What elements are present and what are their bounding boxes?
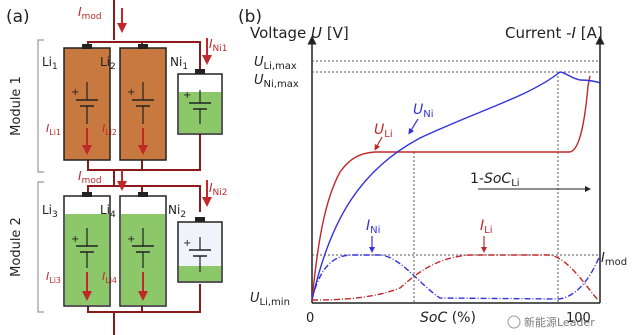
y-right-title: Current -I [A] xyxy=(505,24,603,42)
cell-li2-name: Li2 xyxy=(100,55,116,72)
panel-a: (a) Module 1 Module 2 Imod INi1 xyxy=(6,0,228,335)
module2-cell-ni2: + xyxy=(177,217,223,283)
cell-li3-name: Li3 xyxy=(42,203,58,220)
u-li-curve xyxy=(311,75,591,301)
cell-li4-name: Li4 xyxy=(100,203,116,220)
u-ni-curve-label: UNi xyxy=(413,102,434,120)
svg-text:+: + xyxy=(71,87,79,98)
svg-text:+: + xyxy=(127,234,135,245)
u-li-curve-label: ULi xyxy=(374,122,393,140)
watermark-text: 新能源Leader xyxy=(524,315,595,329)
i-li-curve xyxy=(311,254,599,301)
svg-text:+: + xyxy=(183,238,191,249)
watermark: 新能源Leader xyxy=(507,315,595,329)
i-mod-label: Imod xyxy=(601,251,627,268)
cell-li2-current: ILi2 xyxy=(102,122,117,137)
i-li-curve-label: ILi xyxy=(480,218,493,236)
u-ni-curve-arrow xyxy=(408,118,419,135)
module2-brace xyxy=(37,181,44,313)
module1-cell-li1: + xyxy=(63,44,111,161)
svg-text:+: + xyxy=(183,90,191,101)
module1-label: Module 1 xyxy=(9,76,24,136)
y-left-title: Voltage U [V] xyxy=(250,24,349,42)
module2-cell-li4: + xyxy=(119,192,167,307)
module1-brace xyxy=(37,39,44,173)
i-ni-curve xyxy=(311,254,601,301)
panel-a-label: (a) xyxy=(6,7,30,27)
cell-ni2-name: Ni2 xyxy=(168,203,186,220)
u-ni-max-label: UNi,max xyxy=(254,73,299,90)
module1-cell-ni1: + xyxy=(177,69,223,135)
x-tick-100: 100 xyxy=(566,311,591,326)
cell-li1-current: ILi1 xyxy=(46,122,61,137)
module2-ini-label: INi2 xyxy=(209,181,228,198)
u-li-min-label: ULi,min xyxy=(250,291,290,308)
u-li-max-label: ULi,max xyxy=(254,55,297,72)
reference-lines xyxy=(312,60,600,303)
panel-b: (b) Voltage U [V] Current -I [A] ULi,max… xyxy=(238,7,627,329)
module2-label: Module 2 xyxy=(9,217,24,277)
svg-text:+: + xyxy=(71,234,79,245)
cell-li4-current: ILi4 xyxy=(102,270,117,285)
svg-text:+: + xyxy=(127,87,135,98)
u-li-curve-arrow xyxy=(374,136,383,151)
soc-li-label: 1-SoCLi xyxy=(470,171,520,189)
u-ni-curve xyxy=(311,71,601,301)
cell-li3-current: ILi3 xyxy=(46,270,61,285)
module1-cell-li2: + xyxy=(119,44,167,161)
panel-b-label: (b) xyxy=(238,7,262,27)
module2-imod-label: Imod xyxy=(78,169,102,186)
x-tick-0: 0 xyxy=(306,311,314,326)
cell-ni1-name: Ni1 xyxy=(170,55,188,72)
cell-li1-name: Li1 xyxy=(42,55,58,72)
module1-ini-label: INi1 xyxy=(209,37,228,54)
module2-cell-li3: + xyxy=(63,192,111,307)
i-ni-curve-label: INi xyxy=(366,218,380,236)
x-axis-title: SoC (%) xyxy=(420,310,476,326)
module1-imod-label: Imod xyxy=(78,5,102,22)
